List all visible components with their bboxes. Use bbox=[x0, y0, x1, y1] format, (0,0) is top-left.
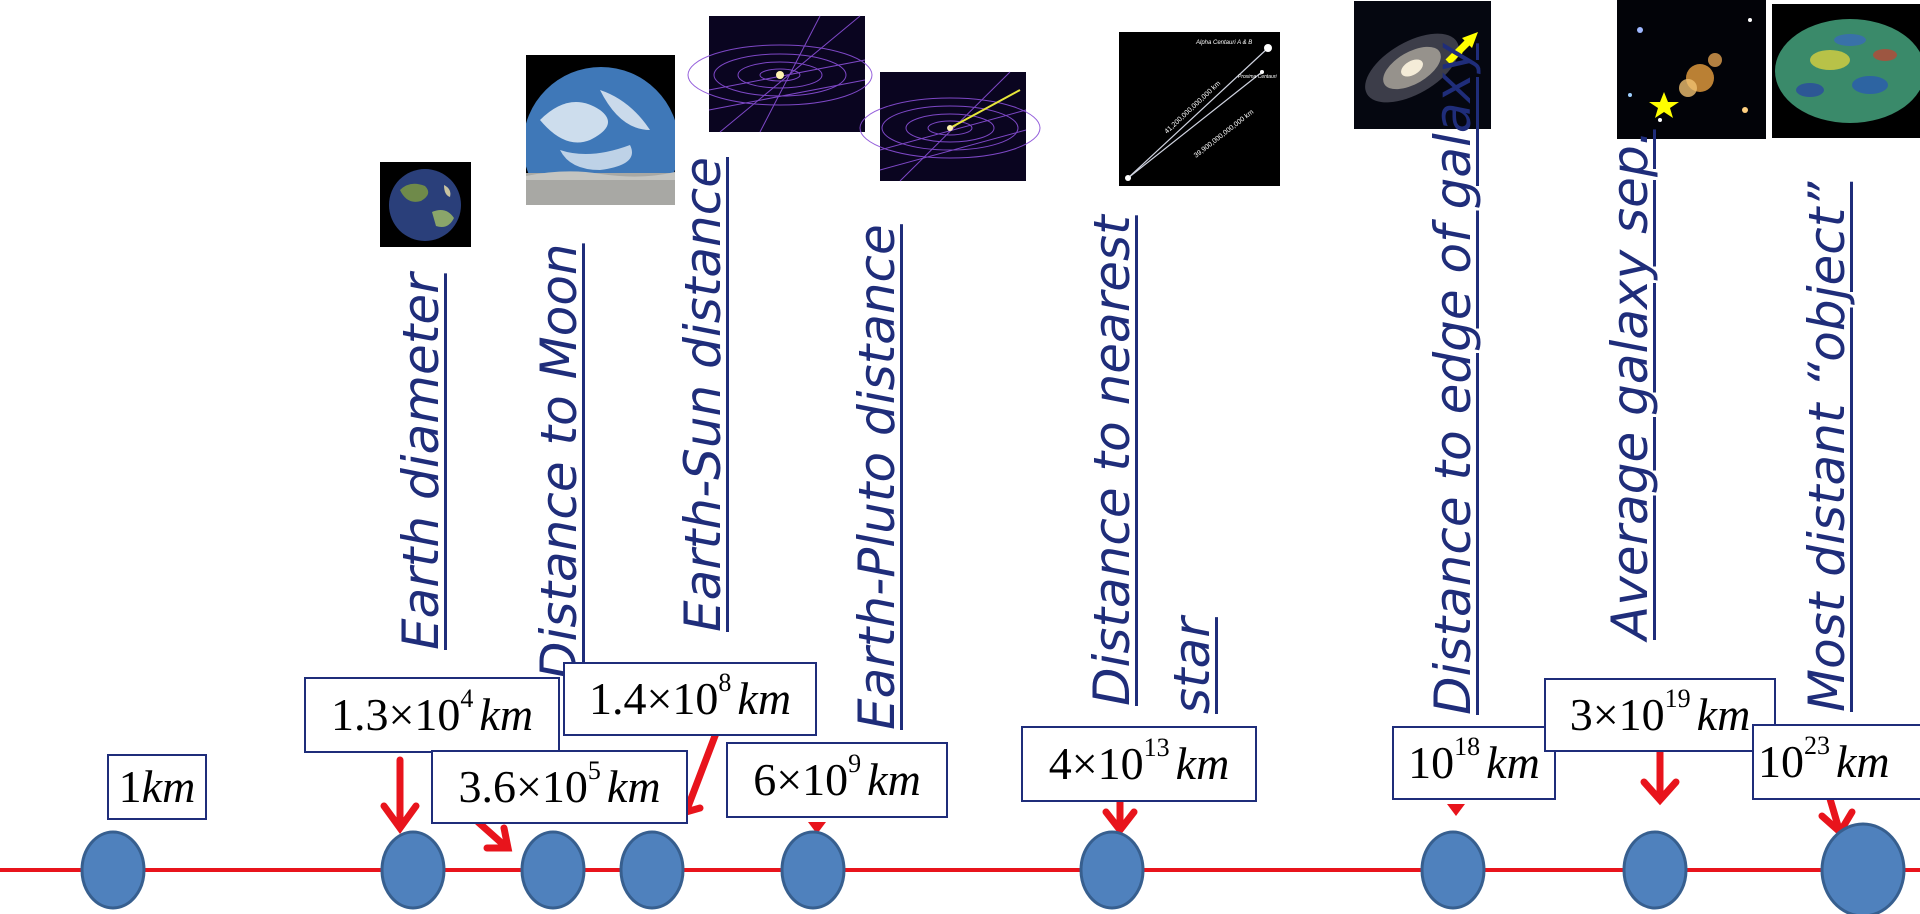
value-galaxy-sep-exp: 19 bbox=[1664, 684, 1691, 713]
value-galaxy-edge-exp: 18 bbox=[1454, 732, 1481, 761]
node-most-distant bbox=[1820, 822, 1906, 914]
pluto-orbit-image bbox=[859, 71, 1041, 182]
value-earth-diameter-mantissa: 1.3×10 bbox=[330, 689, 461, 740]
node-galaxy-edge bbox=[1420, 830, 1486, 910]
value-moon-mantissa: 3.6×10 bbox=[458, 761, 588, 812]
label-earth-diameter: Earth diameter bbox=[392, 273, 450, 650]
value-pluto-mantissa: 6×10 bbox=[753, 754, 849, 805]
value-earth-sun-mantissa: 1.4×10 bbox=[588, 673, 719, 724]
value-nearest-star-exp: 13 bbox=[1143, 733, 1170, 762]
scale-nodes bbox=[80, 822, 1906, 914]
galaxy-cluster-image bbox=[1617, 0, 1766, 139]
label-average-galaxy: Average galaxy sep. bbox=[1601, 129, 1659, 640]
label-edge-galaxy: Distance to edge of galaxy bbox=[1424, 43, 1482, 715]
node-earth-sun bbox=[619, 830, 685, 910]
spiral-galaxy-image bbox=[1354, 1, 1491, 129]
value-most-distant-exp: 23 bbox=[1804, 731, 1830, 760]
node-galaxy-sep bbox=[1622, 830, 1688, 910]
proxima-label: Proxima Centauri bbox=[1238, 74, 1278, 80]
label-earth-pluto: Earth-Pluto distance bbox=[848, 224, 906, 730]
value-galaxy-edge-mantissa: 10 bbox=[1408, 737, 1455, 788]
earth-globe-image bbox=[380, 162, 471, 247]
node-moon bbox=[520, 830, 586, 910]
pointer-arrows bbox=[380, 724, 1856, 852]
value-earth-sun-unit: km bbox=[737, 673, 792, 724]
node-earth-diameter bbox=[380, 830, 446, 910]
value-1km-mantissa: 1 bbox=[118, 761, 142, 812]
value-earth-sun-exp: 8 bbox=[718, 668, 732, 697]
value-galaxy-sep-mantissa: 3×10 bbox=[1569, 689, 1665, 740]
label-nearest-star-2: star bbox=[1163, 617, 1221, 714]
value-pluto-unit: km bbox=[867, 754, 921, 805]
node-1km bbox=[80, 830, 146, 910]
value-nearest-star-mantissa: 4×10 bbox=[1048, 738, 1144, 789]
value-moon-unit: km bbox=[606, 761, 661, 812]
label-earth-sun: Earth-Sun distance bbox=[674, 157, 732, 632]
value-galaxy-edge-unit: km bbox=[1486, 737, 1540, 788]
label-most-distant: Most distant “object” bbox=[1798, 181, 1856, 712]
label-distance-moon: Distance to Moon bbox=[530, 243, 588, 680]
value-earth-diameter-exp: 4 bbox=[460, 684, 474, 713]
value-most-distant-mantissa: 10 bbox=[1758, 736, 1804, 787]
value-1km-unit: km bbox=[141, 761, 196, 812]
value-galaxy-sep-unit: km bbox=[1696, 689, 1751, 740]
node-pluto bbox=[780, 830, 846, 910]
value-nearest-star-unit: km bbox=[1175, 738, 1230, 789]
solar-grid-image bbox=[687, 15, 873, 133]
earthrise-image bbox=[526, 55, 675, 205]
alpha-centauri-label: Alpha Centauri A & B bbox=[1195, 40, 1252, 46]
nearest-star-image: 41,200,000,000,000 km 39,900,000,000,000… bbox=[1119, 32, 1280, 186]
cmb-map-image bbox=[1772, 4, 1920, 138]
value-pluto-exp: 9 bbox=[848, 749, 862, 778]
value-moon-exp: 5 bbox=[587, 756, 601, 785]
value-most-distant-unit: km bbox=[1836, 736, 1890, 787]
value-earth-diameter-unit: km bbox=[479, 689, 534, 740]
label-nearest-star-1: Distance to nearest bbox=[1083, 215, 1141, 706]
node-nearest-star bbox=[1079, 830, 1145, 910]
